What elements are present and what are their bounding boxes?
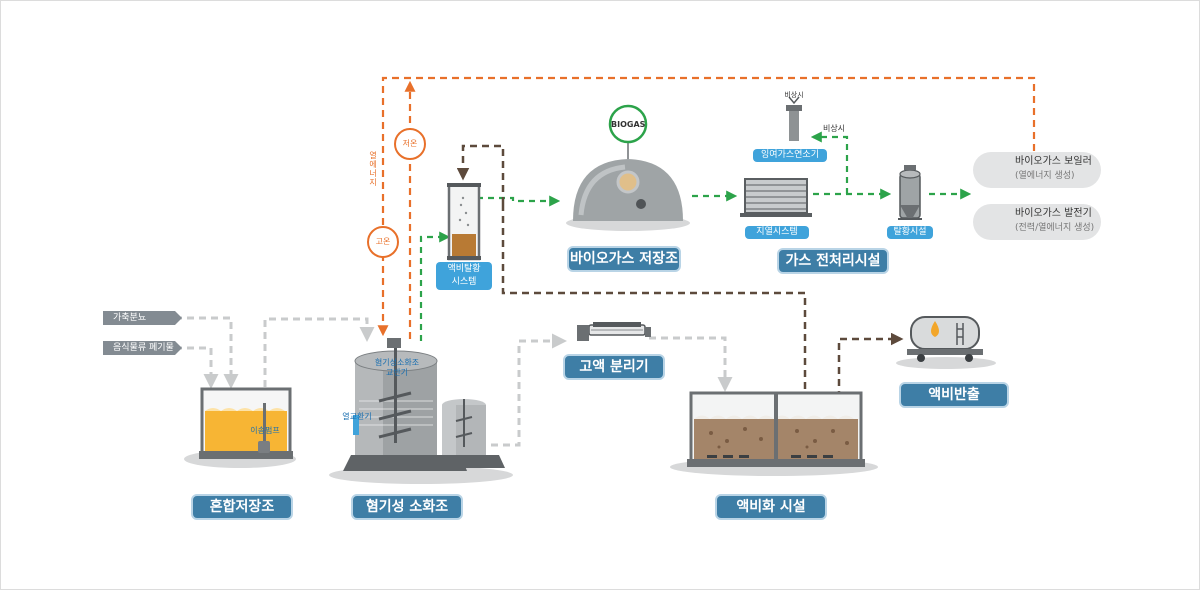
biogas-dome xyxy=(566,104,690,231)
mixing-tank xyxy=(184,387,296,468)
generator-sub: (전력/열에너지 생성) xyxy=(1015,223,1095,233)
feed-foodwaste-label: 음식물류 폐기물 xyxy=(103,341,182,355)
generator-output: 바이오가스 발전기 (전력/열에너지 생성) xyxy=(973,204,1101,240)
pump-label: 이송펌프 xyxy=(250,426,280,435)
low-temp-text: 저온 xyxy=(402,139,418,148)
digester-tank xyxy=(329,338,513,484)
high-temp-text: 고온 xyxy=(375,237,391,246)
dehumidifier-unit xyxy=(740,178,812,217)
feed-livestock-label: 가축분뇨 xyxy=(103,311,182,325)
dehumidifier-label: 지열시스템 xyxy=(745,226,809,239)
generator-title: 바이오가스 발전기 xyxy=(1015,208,1092,219)
desulfurization-column xyxy=(447,183,481,261)
flare-arrow-text: 비상시 xyxy=(822,124,846,133)
low-temp-circle xyxy=(394,128,426,160)
mixing-tank-label: 혼합저장조 xyxy=(191,494,293,520)
heat-energy-text: 열에너지 xyxy=(369,151,377,187)
flare-label: 잉여가스연소기 xyxy=(753,149,827,162)
tanker-truck xyxy=(896,316,996,369)
biogas-badge: BIOGAS xyxy=(611,120,646,129)
boiler-output: 바이오가스 보일러 (열에너지 생성) xyxy=(973,152,1101,188)
separator-machine xyxy=(577,322,651,341)
desulfurization-label: 액비탈황 시스템 xyxy=(436,262,492,290)
pretreatment-label: 가스 전처리시설 xyxy=(777,248,889,274)
desulfurizer-label: 탈황시설 xyxy=(887,226,933,239)
boiler-sub: (열에너지 생성) xyxy=(1015,171,1075,181)
desulfurizer-vessel xyxy=(898,165,922,220)
agitator-label: 혐기성소화조 교반기 xyxy=(374,358,420,377)
boiler-title: 바이오가스 보일러 xyxy=(1015,156,1092,167)
digester-label: 혐기성 소화조 xyxy=(351,494,463,520)
biogas-storage-label: 바이오가스 저장조 xyxy=(567,246,681,272)
liquefaction-tank xyxy=(670,391,878,476)
flare-top-text: 비상시 xyxy=(784,91,804,99)
discharge-label: 액비반출 xyxy=(899,382,1009,408)
flare-stack xyxy=(786,96,802,141)
heat-exchanger-label: 열교환기 xyxy=(342,412,372,421)
high-temp-circle xyxy=(367,226,399,258)
liquefaction-label: 액비화 시설 xyxy=(715,494,827,520)
separator-label: 고액 분리기 xyxy=(563,354,665,380)
